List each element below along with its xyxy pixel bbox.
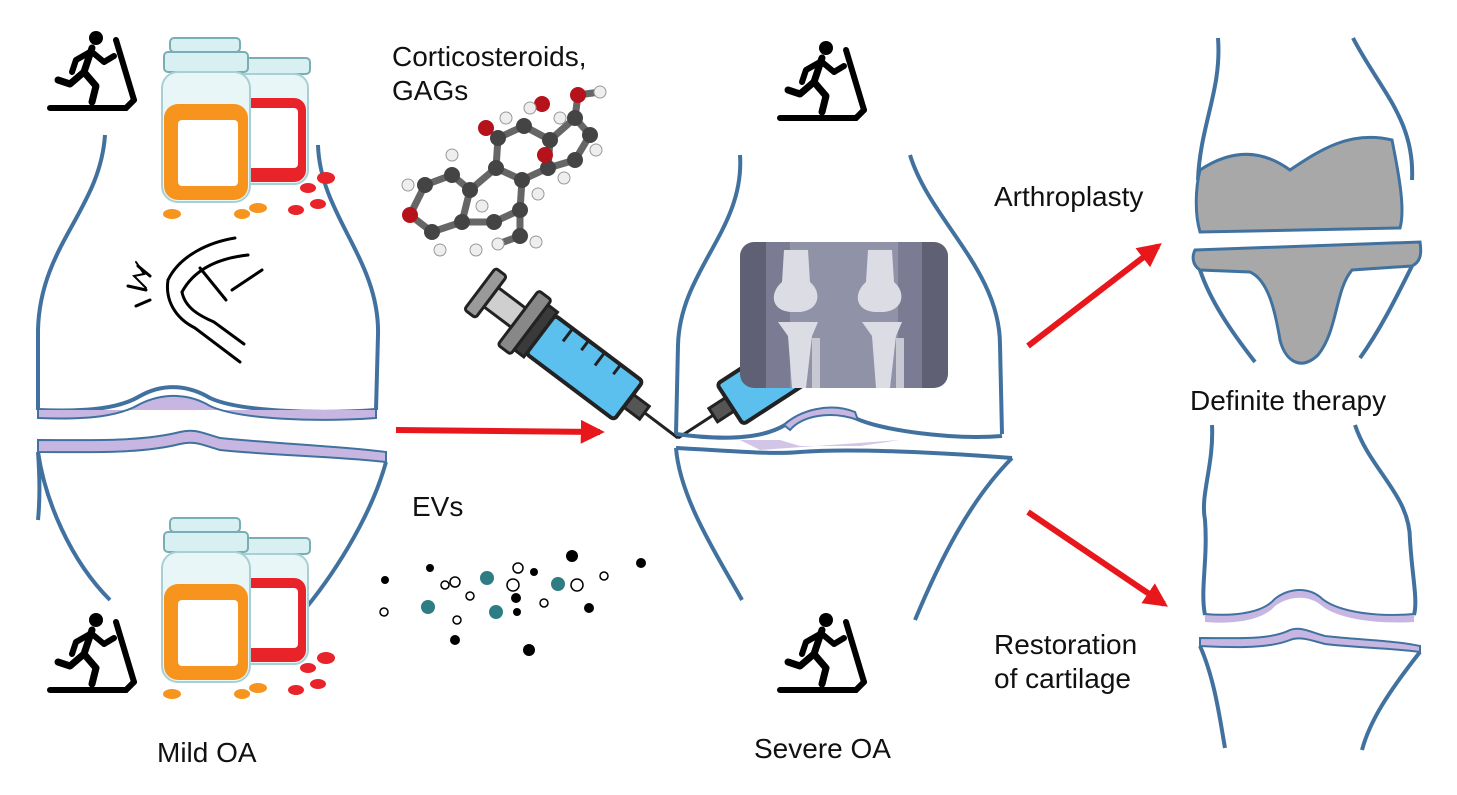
exercise-icon-severe-bottom (780, 613, 864, 690)
ev-particles (379, 550, 646, 656)
exercise-icon-severe-top (780, 41, 864, 118)
restoration-label: Restoration of cartilage (994, 629, 1138, 694)
medication-icon-top (161, 37, 336, 220)
knee-xray-icon (740, 242, 948, 388)
steroid-molecule-icon (401, 85, 607, 257)
arthroplasty-label: Arthroplasty (994, 181, 1144, 212)
knee-pain-icon (126, 236, 264, 364)
restored-cartilage-joint (1198, 424, 1422, 751)
arrow-mild-to-severe (395, 419, 605, 444)
corticosteroids-label: Corticosteroids, GAGs (392, 41, 587, 106)
arthroplasty-joint (1191, 37, 1423, 365)
severe-oa-joint (674, 154, 1014, 621)
severe-oa-label: Severe OA (754, 733, 891, 764)
evs-label: EVs (412, 491, 464, 522)
arrow-to-restoration (1026, 509, 1168, 607)
definite-therapy-label: Definite therapy (1190, 385, 1387, 416)
exercise-icon-bottom-left (50, 613, 134, 690)
mild-oa-label: Mild OA (157, 737, 257, 768)
mild-oa-joint (36, 134, 388, 617)
medication-icon-bottom (161, 517, 336, 700)
arrow-to-arthroplasty (1026, 243, 1162, 349)
exercise-icon-top-left (50, 31, 134, 108)
